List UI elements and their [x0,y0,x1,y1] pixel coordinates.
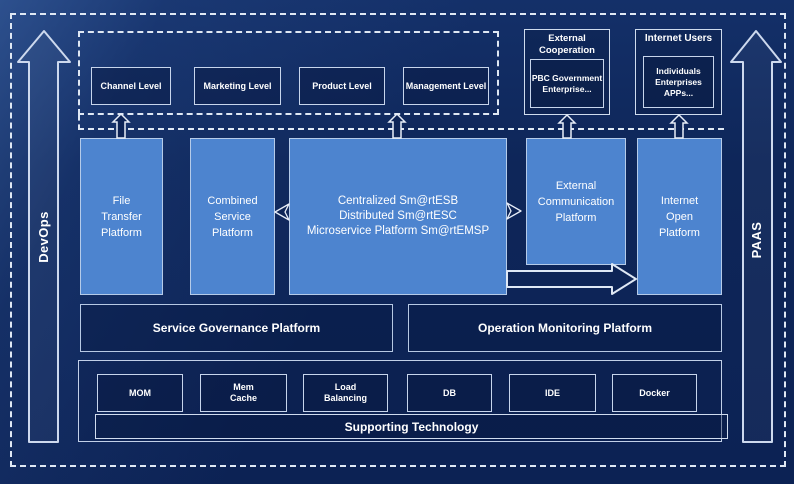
label-line: Distributed Sm@rtESC [339,210,457,222]
external-cooperation-box: External Cooperation [524,29,610,115]
platform-external-communication: External Communication Platform [526,138,626,265]
platform-internet-open: Internet Open Platform [637,138,722,295]
individuals-enterprises-apps-box: Individuals Enterprises APPs... [643,56,714,108]
up-arrow-icon [557,113,577,139]
paas-up-arrow-icon [730,30,782,443]
tech-label: Cache [229,393,257,403]
tech-box-docker: Docker [612,374,697,412]
tech-box-mom: MOM [97,374,183,412]
platform-esb-esc-emsp: Centralized Sm@rtESB Distributed Sm@rtES… [289,138,507,295]
platform-combined-service: Combined Service Platform [190,138,275,295]
label-line: Communication [537,195,615,208]
devops-up-arrow-icon [17,30,71,443]
level-label: Channel Level [100,80,162,91]
level-box-management: Management Level [403,67,489,105]
member-line: Individuals [656,65,701,76]
left-chevron-arrow-icon [274,203,290,221]
level-box-product: Product Level [299,67,385,105]
level-box-marketing: Marketing Level [194,67,281,105]
internet-users-title: Internet Users [644,33,713,44]
member-line: PBC Government [531,72,603,83]
label-line: Internet [660,194,699,207]
internet-users-box: Internet Users [635,29,722,115]
up-arrow-icon [111,112,131,139]
service-governance-platform-box: Service Governance Platform [80,304,393,352]
label-line: Transfer [101,210,142,223]
operation-monitoring-platform-box: Operation Monitoring Platform [408,304,722,352]
level-label: Product Level [312,80,372,91]
tech-label: Load [334,382,357,392]
tech-label: Docker [639,387,670,398]
levels-dashed-container [78,31,499,115]
up-arrow-icon [669,113,689,139]
tech-label: IDE [544,387,560,398]
platform-file-transfer: File Transfer Platform [80,138,163,295]
paas-rail-label: PAAS [749,221,764,259]
tech-box-mem-cache: Mem Cache [200,374,287,412]
member-line: APPs... [663,87,694,98]
member-line: Enterprises [655,76,702,87]
tech-box-ide: IDE [509,374,596,412]
tech-label: Mem [233,382,254,392]
pbc-government-enterprise-box: PBC Government Enterprise... [530,59,604,108]
flow-right-arrow-icon [506,263,637,295]
tech-label: Balancing [323,393,367,403]
label-line: Platform [555,211,597,224]
tech-label: DB [443,387,456,398]
level-label: Marketing Level [203,80,272,91]
supporting-technology-bar: Supporting Technology [95,414,728,439]
label-line: External [555,179,597,192]
outer-dashed-frame [10,13,786,467]
label-line: Platform [212,226,253,239]
level-label: Management Level [405,80,487,91]
levels-dashed-connector [78,115,80,130]
devops-rail-label: DevOps [36,211,51,263]
up-arrow-icon [387,112,407,139]
tech-label: MOM [129,387,151,398]
label-line: Microservice Platform Sm@rtEMSP [306,225,490,237]
label-line: Platform [101,226,142,239]
tech-box-load-balancing: Load Balancing [303,374,388,412]
supporting-technology-container [78,360,722,442]
member-line: Enterprise... [542,83,592,94]
level-box-channel: Channel Level [91,67,171,105]
label-line: Open [666,210,693,223]
right-chevron-arrow-icon [506,202,522,220]
label-line: Platform [659,226,700,239]
label-line: Centralized Sm@rtESB [337,195,459,207]
tech-box-db: DB [407,374,492,412]
label-line: Service [214,210,251,223]
label-line: File [112,194,131,207]
label-line: Combined [207,194,258,207]
external-cooperation-title: External Cooperation [539,33,595,56]
